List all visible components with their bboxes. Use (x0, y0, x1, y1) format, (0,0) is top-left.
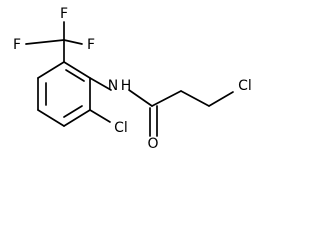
ring-bond (37, 61, 65, 79)
atom-label-h: H (121, 78, 132, 94)
ring-bond (63, 61, 91, 79)
chain-bond (151, 90, 182, 107)
benzene-ring (37, 61, 91, 127)
ring-double-bond-inner (63, 105, 83, 118)
chain-to-cl-bond (208, 91, 234, 107)
atom-label-f-left: F (13, 37, 21, 53)
n-to-carbonyl-bond (128, 89, 153, 107)
atom-label-n: N (108, 78, 118, 94)
chain-bond (180, 90, 210, 107)
ring-chloro-substituent: Cl (89, 109, 128, 136)
trifluoromethyl-group: F F F (13, 6, 95, 63)
ring-bond (63, 109, 91, 127)
ring-to-cl-bond (89, 109, 111, 123)
ring-double-bond-inner (65, 69, 85, 82)
ring-to-n-bond (89, 77, 112, 91)
chloroethyl-chain: Cl (151, 78, 252, 107)
chemical-structure-diagram: F F F N H O Cl Cl (13, 6, 252, 152)
amide-group: N H O (89, 77, 159, 152)
atom-label-cl-chain: Cl (238, 78, 252, 94)
c-f-bond (63, 39, 83, 45)
atom-label-cl-ring: Cl (114, 120, 128, 136)
c-f-bond (25, 39, 65, 45)
ring-bond (37, 109, 65, 127)
atom-label-f-right: F (87, 37, 95, 53)
atom-label-o: O (147, 136, 158, 152)
atom-label-f-top: F (60, 6, 68, 22)
